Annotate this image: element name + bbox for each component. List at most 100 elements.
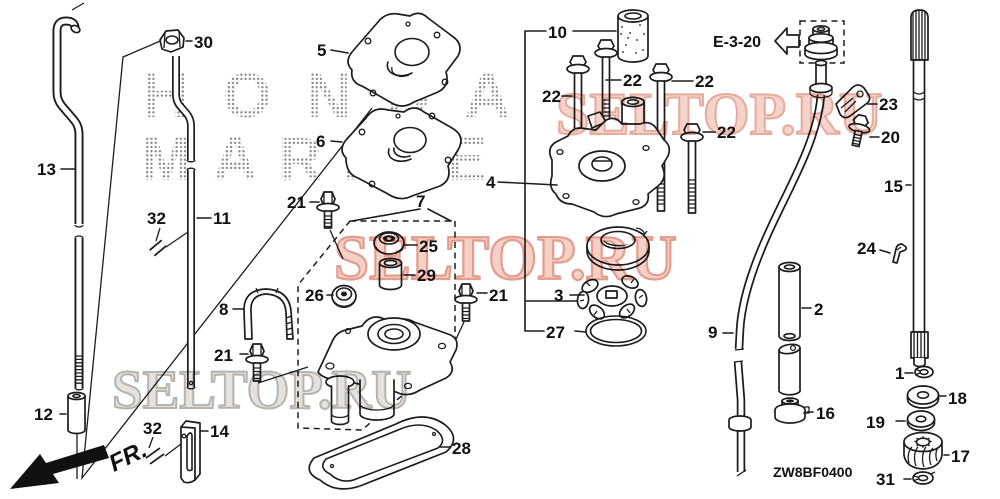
callout-25: 25 <box>405 237 438 256</box>
part-6-plate <box>342 108 461 199</box>
part-14-block <box>181 421 200 483</box>
brand-watermark-line1: HONDA <box>143 61 544 131</box>
part-26-seal <box>332 286 356 308</box>
svg-text:15: 15 <box>884 177 903 196</box>
svg-text:22: 22 <box>717 123 736 142</box>
callout-2: 2 <box>802 300 823 319</box>
callout-23: 23 <box>868 95 898 114</box>
part-10-strainer-tube <box>618 10 648 62</box>
callout-12: 12 <box>34 405 66 424</box>
callout-10: 10 <box>548 23 567 42</box>
callout-26: 26 <box>305 286 333 305</box>
drawing-code: ZW8BF0400 <box>773 464 853 480</box>
svg-text:5: 5 <box>317 41 326 60</box>
callout-32-upper: 32 <box>147 209 166 228</box>
svg-text:20: 20 <box>881 128 900 147</box>
callout-31: 31 <box>876 470 911 489</box>
callout-20: 20 <box>870 128 900 147</box>
svg-text:3: 3 <box>554 286 563 305</box>
part-21-bolt-a <box>317 192 343 259</box>
svg-text:4: 4 <box>486 173 496 192</box>
part-22-bolt-4 <box>681 124 703 213</box>
part-11-rod <box>172 56 195 389</box>
svg-text:25: 25 <box>419 237 438 256</box>
callout-1: 1 <box>895 364 913 383</box>
part-24-clip <box>893 244 906 263</box>
svg-text:28: 28 <box>452 439 471 458</box>
svg-text:6: 6 <box>316 132 325 151</box>
part-25-bearing <box>374 232 404 254</box>
svg-text:17: 17 <box>951 447 970 466</box>
svg-text:21: 21 <box>489 286 508 305</box>
part-10-seal-cup <box>587 227 649 270</box>
svg-text:9: 9 <box>708 323 717 342</box>
svg-text:16: 16 <box>816 404 835 423</box>
fr-direction-arrow: FR. <box>10 436 151 489</box>
svg-text:30: 30 <box>194 33 213 52</box>
svg-text:1: 1 <box>895 364 904 383</box>
group-7-enclosure <box>298 209 455 430</box>
part-29-bushing <box>380 259 402 290</box>
svg-text:13: 13 <box>37 160 56 179</box>
callout-17: 17 <box>944 447 970 466</box>
callout-15: 15 <box>884 177 911 196</box>
part-21-bolt-c <box>246 344 308 383</box>
part-1-lock-washer <box>915 367 933 378</box>
svg-text:31: 31 <box>876 470 895 489</box>
callout-22-group: 22 22 22 22 <box>542 71 736 142</box>
panel-outline-left <box>72 3 372 478</box>
part-9-pipe <box>729 61 832 477</box>
svg-text:18: 18 <box>948 389 967 408</box>
svg-text:8: 8 <box>219 300 228 319</box>
svg-text:2: 2 <box>814 300 823 319</box>
part-16-grommet <box>775 398 809 423</box>
callout-27: 27 <box>546 323 565 342</box>
svg-text:19: 19 <box>866 413 885 432</box>
part-17-pinion-gear <box>904 433 942 470</box>
group-10-bracket <box>525 31 616 332</box>
callout-21-b: 21 <box>477 286 508 305</box>
svg-text:22: 22 <box>623 71 642 90</box>
part-18-washer <box>908 386 939 408</box>
svg-text:23: 23 <box>879 95 898 114</box>
part-20-bolt <box>845 113 872 148</box>
part-15-drive-shaft <box>911 10 928 367</box>
part-31-clip <box>913 472 935 484</box>
ref-e-3-20: E-3-20 <box>713 21 844 63</box>
part-3-impeller <box>577 273 648 321</box>
callout-32-lower: 32 <box>143 419 162 438</box>
callout-24: 24 <box>857 239 890 258</box>
svg-text:24: 24 <box>857 239 876 258</box>
callout-11: 11 <box>197 209 231 228</box>
callout-21-a: 21 <box>287 193 319 212</box>
callout-14: 14 <box>200 422 229 441</box>
part-30-nut <box>160 30 184 52</box>
callout-13: 13 <box>37 160 74 179</box>
part-19-washer <box>908 411 935 431</box>
ref-label: E-3-20 <box>713 34 761 51</box>
svg-text:12: 12 <box>34 405 53 424</box>
callout-8: 8 <box>219 300 243 319</box>
callout-19: 19 <box>866 413 905 432</box>
fr-label: FR. <box>105 436 152 477</box>
callout-7: 7 <box>416 192 425 211</box>
callout-5: 5 <box>317 41 348 60</box>
svg-text:14: 14 <box>210 422 229 441</box>
callout-16: 16 <box>807 404 835 423</box>
part-32-pin-upper <box>152 228 188 253</box>
svg-text:22: 22 <box>542 87 561 106</box>
callout-6: 6 <box>316 132 342 151</box>
svg-text:26: 26 <box>305 286 324 305</box>
svg-text:22: 22 <box>695 72 714 91</box>
svg-text:21: 21 <box>214 346 233 365</box>
callout-29: 29 <box>404 266 436 285</box>
svg-text:21: 21 <box>287 193 306 212</box>
part-5-plate <box>348 13 460 106</box>
callout-9: 9 <box>708 323 733 342</box>
part-28-gasket <box>309 417 453 489</box>
part-grommet-ref <box>805 26 837 60</box>
part-4-pump-housing <box>550 98 670 217</box>
callout-21-c: 21 <box>214 346 248 365</box>
